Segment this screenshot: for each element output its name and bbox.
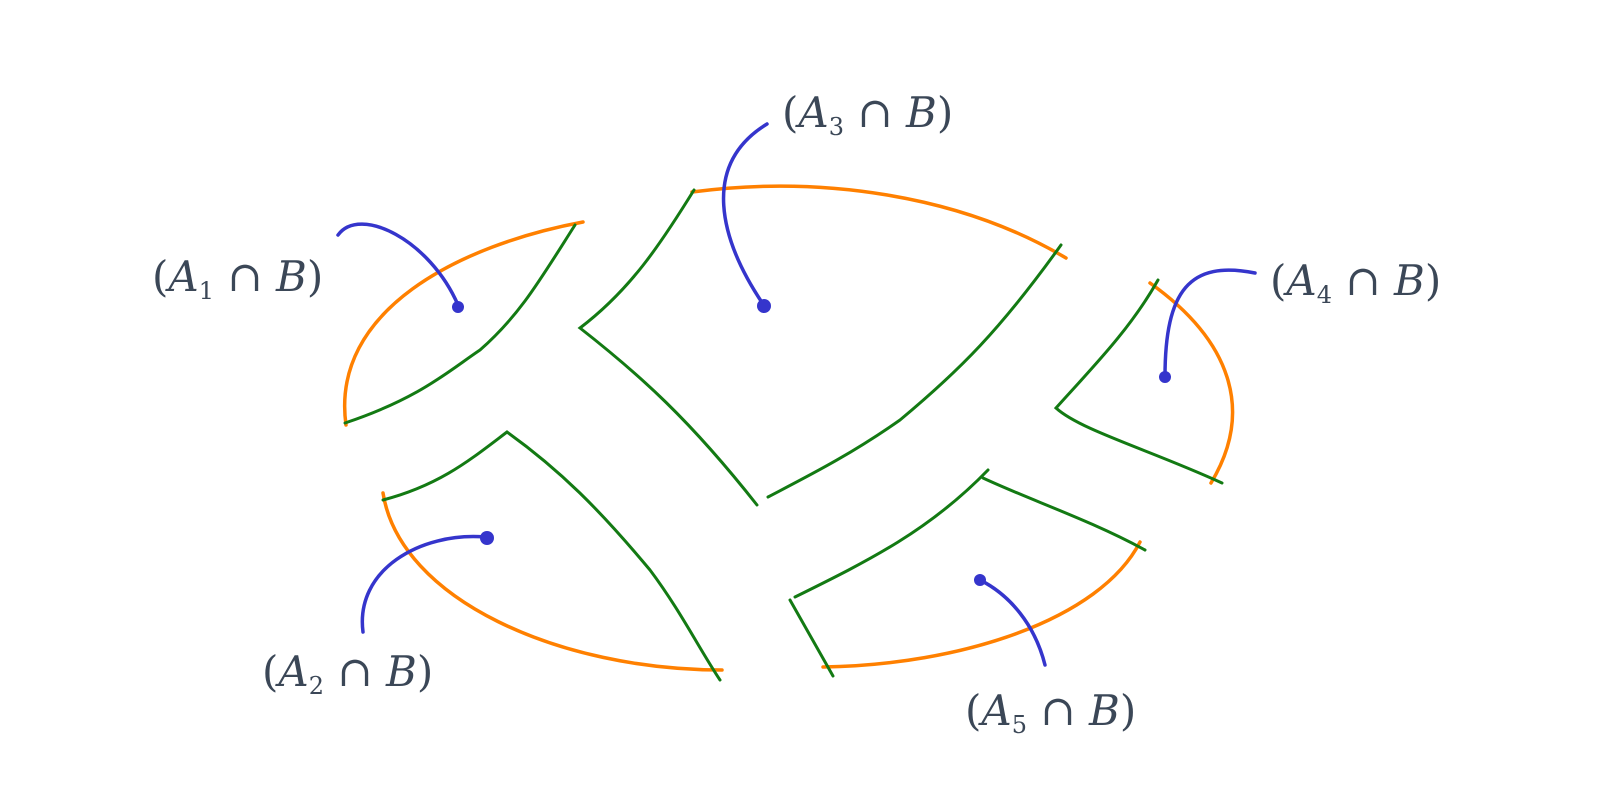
pointer-dot-a5: [974, 574, 986, 586]
label-a4-intersect-b: (A4 ∩ B): [1270, 256, 1442, 309]
outer-boundary-arc-3: [690, 184, 1068, 260]
partition-line-2: [381, 430, 722, 682]
pointer-a2: [360, 534, 487, 634]
pointer-a3: [721, 122, 769, 306]
pointer-a1: [336, 222, 460, 307]
partition-line-4: [1053, 278, 1224, 485]
partition-line-5b: [793, 468, 1147, 599]
partition-line-3a: [577, 188, 759, 507]
pointer-a4: [1163, 268, 1257, 379]
label-a3-intersect-b: (A3 ∩ B): [782, 88, 954, 141]
outer-boundary-arc-2: [381, 491, 724, 672]
partition-line-1: [343, 223, 577, 425]
label-a5-intersect-b: (A5 ∩ B): [965, 686, 1137, 739]
label-a1-intersect-b: (A1 ∩ B): [152, 252, 324, 305]
pointer-dot-a3: [757, 299, 771, 313]
pointer-a5: [978, 578, 1047, 667]
pointer-dot-a4: [1159, 371, 1171, 383]
outer-boundary-arc-5: [821, 540, 1142, 669]
partition-line-3b: [766, 243, 1063, 499]
pointer-dot-a1: [452, 301, 464, 313]
outer-boundary-arc-4: [1148, 281, 1235, 485]
partition-line-5a: [788, 598, 835, 678]
outer-boundary-arc-1: [342, 220, 585, 427]
label-a2-intersect-b: (A2 ∩ B): [262, 647, 434, 700]
pointer-dot-a2: [480, 531, 494, 545]
